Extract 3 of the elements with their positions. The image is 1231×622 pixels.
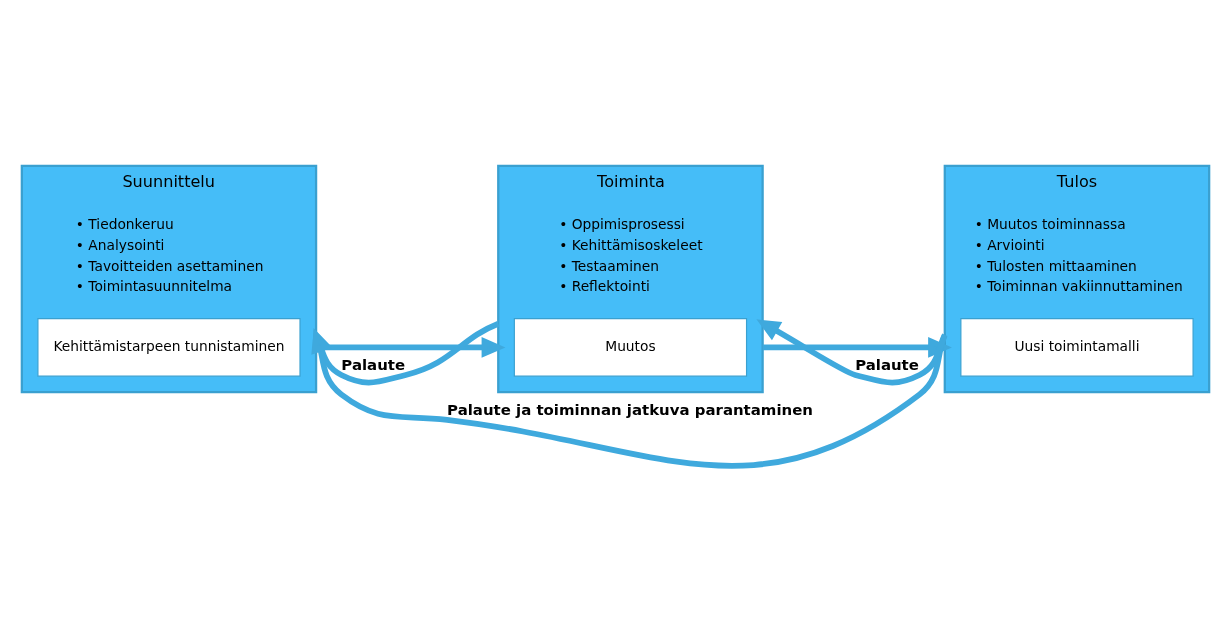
edge-label: Palaute — [855, 355, 919, 374]
edge-label: Palaute ja toiminnan jatkuva parantaminen — [447, 400, 813, 419]
edge-label: Palaute — [341, 355, 406, 374]
